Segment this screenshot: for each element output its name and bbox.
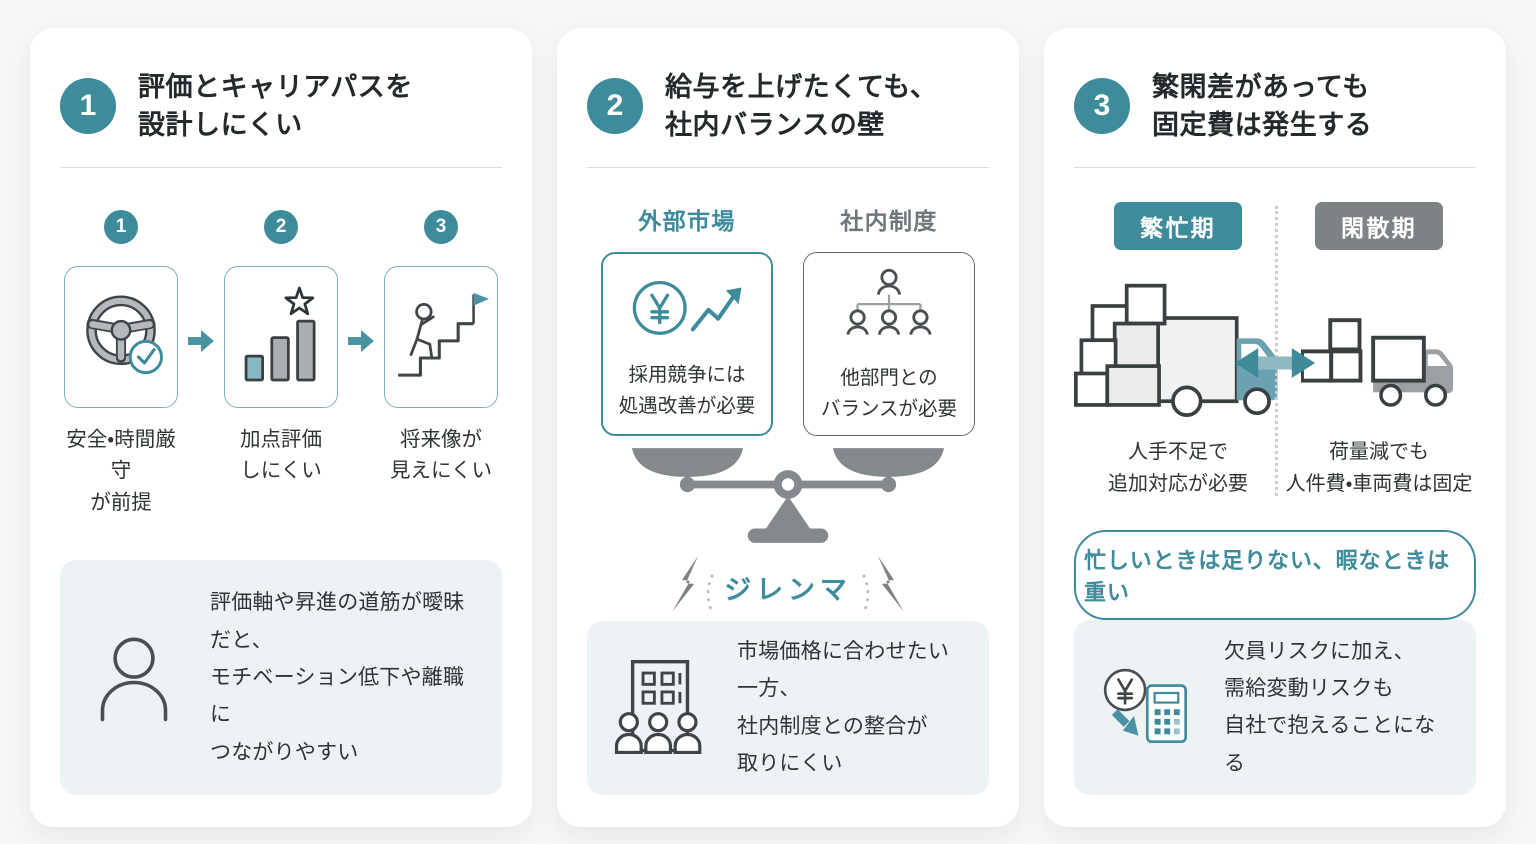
step1-number: 1: [104, 209, 138, 244]
card3-header: 3 繁閑差があっても 固定費は発生する: [1074, 68, 1476, 145]
balance-columns: 外部市場 採用競争には: [587, 202, 989, 436]
balance-scale-icon: [587, 440, 989, 552]
step1-label: 安全・時間厳守 が前提: [66, 427, 176, 515]
step3-label: 将来像が 見えにくい: [389, 427, 493, 483]
card1-divider: [60, 166, 502, 168]
light-truck-icon: [1301, 268, 1457, 420]
internal-system-column: 社内制度: [803, 202, 975, 436]
external-market-text: 採用競争には 処遇改善が必要: [618, 363, 756, 418]
double-arrow-icon: [1233, 344, 1317, 387]
busy-season-badge: 繁忙期: [1114, 201, 1242, 250]
summary-pill-label: 忙しいときは足りない、暇なときは重い: [1084, 547, 1451, 605]
card2-divider: [587, 166, 989, 168]
external-market-column: 外部市場 採用競争には: [601, 202, 773, 436]
card3-divider: [1074, 166, 1476, 168]
company-people-icon: [613, 656, 709, 760]
card2-header: 2 給与を上げたくても、 社内バランスの壁: [587, 68, 989, 145]
step2-label: 加点評価 しにくい: [240, 427, 322, 483]
step3-number: 3: [424, 209, 458, 244]
bar-chart-star-icon: [235, 282, 327, 391]
summary-pill: 忙しいときは足りない、暇なときは重い: [1074, 529, 1476, 620]
person-icon: [86, 632, 182, 724]
card2-note: 市場価格に合わせたい一方、 社内制度との整合が 取りにくい: [587, 620, 989, 795]
card3-note-text: 欠員リスクに加え、 需給変動リスクも 自社で抱えることになる: [1224, 639, 1436, 775]
card-fixed-costs: 3 繁閑差があっても 固定費は発生する 繁忙期: [1044, 28, 1506, 827]
card1-header: 1 評価とキャリアパスを 設計しにくい: [60, 68, 502, 145]
card3-number-badge: 3: [1074, 78, 1130, 135]
slow-season-text: 荷量減でも 人件費・車両費は固定: [1285, 440, 1473, 495]
loaded-truck-icon: [1074, 268, 1282, 420]
lightning-bolt-icon: [860, 554, 908, 621]
card3-note: 欠員リスクに加え、 需給変動リスクも 自社で抱えることになる: [1074, 619, 1476, 795]
org-chart-icon: [833, 266, 945, 351]
step-future: 3: [380, 209, 502, 488]
yen-calculator-icon: [1100, 655, 1196, 759]
arrow-right-icon: [348, 329, 374, 357]
card1-title: 評価とキャリアパスを 設計しにくい: [138, 72, 413, 141]
dotted-divider: [1275, 205, 1278, 496]
dilemma-label: ジレンマ: [724, 574, 852, 605]
card2-title: 給与を上げたくても、 社内バランスの壁: [665, 72, 938, 141]
busy-season-text: 人手不足で 追加対応が必要: [1108, 440, 1248, 495]
external-market-label: 外部市場: [638, 207, 736, 234]
internal-system-text: 他部門との バランスが必要: [820, 366, 958, 421]
slow-season-half: 閑散期: [1282, 201, 1476, 500]
card2-number-badge: 2: [587, 78, 643, 135]
yen-rise-icon: [628, 269, 746, 348]
steering-wheel-check-icon: [75, 286, 167, 387]
card1-note-text: 評価軸や昇進の道筋が曖昧だと、 モチベーション低下や離職に つながりやすい: [210, 591, 465, 764]
slow-season-badge: 閑散期: [1315, 201, 1443, 250]
card3-title: 繁閑差があっても 固定費は発生する: [1152, 72, 1373, 141]
busy-slow-compare: 繁忙期: [1074, 201, 1476, 500]
step-safety: 1: [60, 209, 182, 519]
stairs-goal-flag-icon: [393, 282, 489, 391]
step2-number: 2: [264, 209, 298, 244]
dilemma-row: ジレンマ: [587, 554, 989, 621]
card1-number-badge: 1: [60, 78, 116, 135]
arrow-right-icon: [188, 329, 214, 357]
internal-system-label: 社内制度: [840, 207, 938, 234]
step-evaluation: 2 加点評価 しにくい: [220, 209, 342, 488]
lightning-bolt-icon: [668, 554, 716, 621]
card1-steps: 1: [60, 209, 502, 519]
card-evaluation-career: 1 評価とキャリアパスを 設計しにくい 1: [30, 28, 532, 827]
card1-note: 評価軸や昇進の道筋が曖昧だと、 モチベーション低下や離職に つながりやすい: [60, 560, 502, 795]
busy-season-half: 繁忙期: [1074, 201, 1282, 500]
card2-note-text: 市場価格に合わせたい一方、 社内制度との整合が 取りにくい: [737, 640, 950, 776]
card-salary-balance: 2 給与を上げたくても、 社内バランスの壁 外部市場: [557, 28, 1019, 827]
